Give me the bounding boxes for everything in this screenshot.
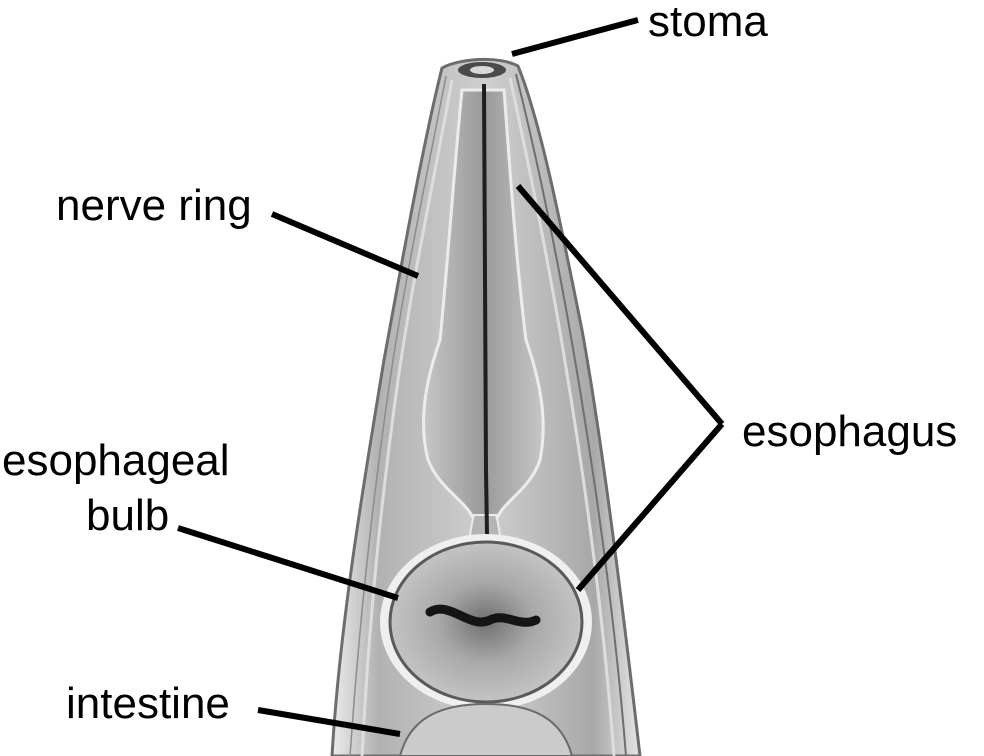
intestine-structure: [398, 702, 574, 756]
stoma-leader: [511, 17, 639, 57]
bulb-leader: [177, 525, 399, 601]
leader-lines: [177, 17, 725, 737]
bulb-valve: [425, 604, 541, 627]
cuticle-line-right-2: [515, 73, 627, 756]
label-esophagus: esophagus: [742, 407, 957, 456]
labels: stoma nerve ring esophagus esophageal bu…: [2, 0, 957, 728]
label-stoma: stoma: [648, 0, 768, 46]
cuticle-line-left: [360, 79, 454, 756]
esophageal-lumen: [482, 83, 490, 601]
cuticle-line-right: [508, 77, 616, 756]
intestine-leader: [257, 707, 401, 737]
label-nerve-ring: nerve ring: [56, 181, 252, 230]
cuticle-line-left-2: [349, 75, 447, 756]
esophagus-leader-upper: [515, 184, 725, 426]
intestine-top: [398, 702, 574, 756]
label-intestine: intestine: [66, 679, 230, 728]
label-esophageal-bulb-line1: esophageal: [2, 436, 230, 485]
esophagus-leader-lower: [575, 422, 725, 592]
label-esophageal-bulb-line2: bulb: [86, 491, 169, 540]
esophageal-bulb-structure: [380, 534, 592, 710]
nerve-ring-leader: [270, 211, 420, 279]
stoma-structure: [458, 62, 506, 78]
